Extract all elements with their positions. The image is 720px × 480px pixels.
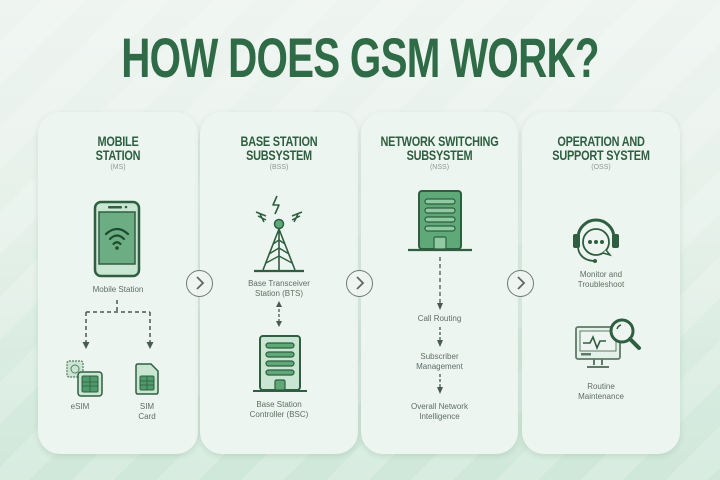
- card-header: BASE STATION SUBSYSTEM (BSS): [200, 134, 358, 171]
- chevron-right-icon: [186, 270, 213, 297]
- card-abbreviation: (MS): [110, 164, 126, 171]
- bts-label: Base Transceiver Station (BTS): [248, 279, 310, 298]
- branch-connector: [82, 300, 154, 349]
- smartphone-wifi-icon: [93, 200, 141, 278]
- bsc-label: Base Station Controller (BSC): [249, 400, 309, 419]
- building-icon: [253, 335, 307, 392]
- chevron-right-icon: [507, 270, 534, 297]
- mobile-station-label: Mobile Station: [92, 285, 144, 294]
- card-abbreviation: (BSS): [269, 164, 289, 171]
- flow-arrow-icon: [437, 374, 443, 394]
- routine-maintenance-label: Routine Maintenance: [578, 382, 624, 401]
- flow-arrow-icon: [437, 327, 443, 347]
- building-icon: [408, 190, 472, 252]
- card-base-station-subsystem: BASE STATION SUBSYSTEM (BSS) Base Transc…: [200, 112, 358, 454]
- card-abbreviation: (NSS): [429, 164, 450, 171]
- bidirectional-arrow-icon: [276, 301, 282, 327]
- card-header: MOBILE STATION (MS): [38, 134, 198, 171]
- card-header: OPERATION AND SUPPORT SYSTEM (OSS): [522, 134, 680, 171]
- monitor-search-icon: [575, 318, 641, 368]
- chevron-right-icon: [346, 270, 373, 297]
- network-intelligence-label: Overall Network Intelligence: [411, 402, 468, 421]
- card-title: NETWORK SWITCHING SUBSYSTEM: [380, 133, 499, 163]
- subscriber-management-label: Subscriber Management: [416, 352, 463, 371]
- card-network-switching-subsystem: NETWORK SWITCHING SUBSYSTEM (NSS) Call R…: [361, 112, 518, 454]
- sim-card-label: SIM Card: [138, 402, 156, 421]
- call-routing-label: Call Routing: [417, 314, 462, 323]
- card-mobile-station: MOBILE STATION (MS) Mobile Station eSIM …: [38, 112, 198, 454]
- card-abbreviation: (OSS): [591, 164, 611, 171]
- card-operation-support-system: OPERATION AND SUPPORT SYSTEM (OSS) Monit…: [522, 112, 680, 454]
- card-header: NETWORK SWITCHING SUBSYSTEM (NSS): [361, 134, 518, 171]
- flow-arrow-icon: [437, 257, 443, 310]
- monitor-troubleshoot-label: Monitor and Troubleshoot: [577, 270, 625, 289]
- esim-chip-icon: [66, 360, 103, 397]
- card-title: BASE STATION SUBSYSTEM: [240, 133, 318, 163]
- card-title: MOBILE STATION: [95, 133, 141, 163]
- card-title: OPERATION AND SUPPORT SYSTEM: [552, 133, 650, 163]
- page-title: HOW DOES GSM WORK?: [121, 26, 599, 89]
- esim-label: eSIM: [70, 402, 90, 411]
- cell-tower-icon: [254, 195, 304, 273]
- headset-chat-icon: [573, 218, 619, 263]
- sim-card-icon: [135, 363, 159, 395]
